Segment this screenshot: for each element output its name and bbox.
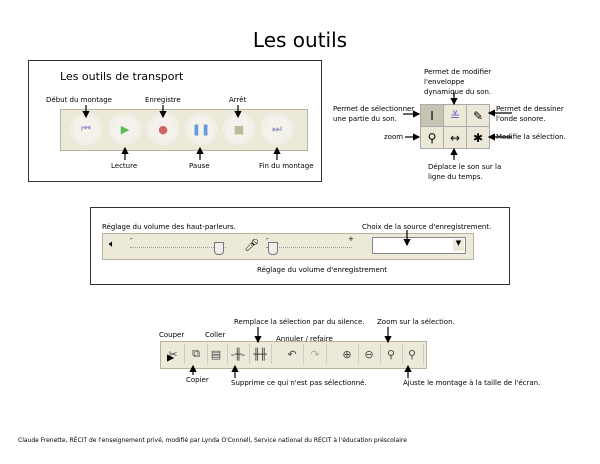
fit-button[interactable]: ⚲	[401, 344, 424, 364]
stop-button[interactable]: ■	[223, 113, 255, 145]
skip-end-button[interactable]: ⏭	[261, 113, 293, 145]
timeshift-tool[interactable]: ↔	[443, 126, 467, 149]
zoom-out-icon: ⊖	[364, 347, 374, 361]
label-record: Enregistre	[145, 96, 181, 104]
record-icon: ●	[158, 122, 168, 136]
trim-button[interactable]: -╫-	[227, 344, 250, 364]
label-multi: Modifie la sélection.	[496, 133, 566, 141]
speaker-min-label: -	[130, 235, 133, 243]
undo-button[interactable]: ↶	[281, 344, 304, 364]
pause-icon: ❚❚	[191, 122, 211, 136]
label-envelope: Permet de modifier l'enveloppe dynamique…	[424, 68, 492, 96]
label-pause: Pause	[189, 162, 210, 170]
label-paste: Coller	[205, 331, 226, 339]
cut-button[interactable]: ✂	[162, 344, 185, 364]
label-fit: Ajuste le montage à la taille de l'écran…	[403, 379, 541, 387]
microphone-icon: 🎤︎	[244, 238, 260, 252]
stop-icon: ■	[233, 122, 245, 136]
selection-tool[interactable]: I	[420, 104, 444, 127]
label-draw: Permet de dessiner l'onde sonore.	[496, 105, 564, 123]
label-select: Permet de sélectionner une partie du son…	[333, 105, 415, 123]
copy-icon: ⧉	[192, 347, 200, 360]
label-copy: Copier	[186, 376, 209, 384]
label-timeshift: Déplace le son sur la ligne du temps.	[428, 163, 502, 181]
redo-icon: ↷	[310, 347, 320, 361]
label-play: Lecture	[111, 162, 138, 170]
page-title: Les outils	[252, 28, 348, 52]
zoom-in-icon: ⊕	[342, 347, 352, 361]
fit-icon: ⚲	[407, 347, 417, 361]
multi-tool[interactable]: ✱	[466, 126, 490, 149]
label-cut: Couper	[159, 331, 185, 339]
label-stop: Arrêt	[229, 96, 247, 104]
magnifier-icon: ⚲	[427, 130, 437, 145]
play-button[interactable]: ▶	[109, 113, 141, 145]
label-silence: Remplace la sélection par du silence.	[234, 318, 365, 326]
speaker-icon: 🔈︎	[109, 239, 115, 250]
redo-button[interactable]: ↷	[304, 344, 327, 364]
label-trim: Supprime ce qui n'est pas sélectionné.	[231, 379, 367, 387]
label-speaker-volume: Réglage du volume des haut-parleurs.	[102, 223, 236, 231]
record-min-label: -	[266, 235, 269, 243]
pencil-icon: ✎	[472, 108, 484, 123]
record-max-label: +	[348, 235, 354, 243]
skip-end-icon: ⏭	[272, 122, 282, 135]
transport-heading: Les outils de transport	[60, 70, 184, 83]
chevron-down-icon[interactable]: ▼	[453, 239, 464, 251]
speaker-volume-thumb[interactable]	[214, 242, 224, 255]
edit-toolbar	[160, 341, 427, 369]
undo-icon: ↶	[287, 347, 297, 361]
label-start: Début du montage	[46, 96, 112, 104]
ibeam-icon: I	[430, 108, 434, 123]
asterisk-icon: ✱	[472, 130, 484, 145]
double-arrow-icon: ↔	[449, 130, 461, 145]
zoom-in-button[interactable]: ⊕	[336, 344, 359, 364]
skip-start-icon: ⏮	[81, 122, 91, 135]
envelope-tool[interactable]: ≚	[443, 104, 467, 127]
scissors-icon: ✂	[168, 347, 178, 361]
zoom-selection-button[interactable]: ⚲	[380, 344, 403, 364]
label-record-volume: Réglage du volume d'enregistrement	[257, 266, 388, 274]
record-volume-slider[interactable]	[266, 247, 352, 248]
draw-tool[interactable]: ✎	[466, 104, 490, 127]
label-undo-redo: Annuler / refaire	[276, 335, 333, 343]
zoom-selection-icon: ⚲	[386, 347, 396, 361]
speaker-volume-slider[interactable]	[130, 247, 226, 248]
envelope-icon: ≚	[449, 108, 461, 123]
silence-button[interactable]: ╫╫	[249, 344, 272, 364]
label-zoom: zoom	[384, 133, 404, 141]
label-end: Fin du montage	[259, 162, 314, 170]
trim-icon: -╫-	[230, 347, 246, 361]
paste-button[interactable]: ▤	[205, 344, 228, 364]
label-source: Choix de la source d'enregistrement.	[362, 223, 492, 231]
record-button[interactable]: ●	[147, 113, 179, 145]
label-zoom-selection: Zoom sur la sélection.	[377, 318, 455, 326]
footer-credit: Claude Frenette, RÉCIT de l'enseignement…	[18, 437, 407, 444]
record-volume-thumb[interactable]	[268, 242, 278, 255]
skip-start-button[interactable]: ⏮	[70, 113, 102, 145]
source-select[interactable]: ▼	[372, 237, 466, 254]
copy-button[interactable]: ⧉	[185, 344, 208, 364]
zoom-out-button[interactable]: ⊖	[358, 344, 381, 364]
silence-icon: ╫╫	[253, 347, 267, 361]
zoom-tool[interactable]: ⚲	[420, 126, 444, 149]
play-icon: ▶	[120, 122, 130, 136]
paste-icon: ▤	[210, 347, 222, 361]
pause-button[interactable]: ❚❚	[185, 113, 217, 145]
